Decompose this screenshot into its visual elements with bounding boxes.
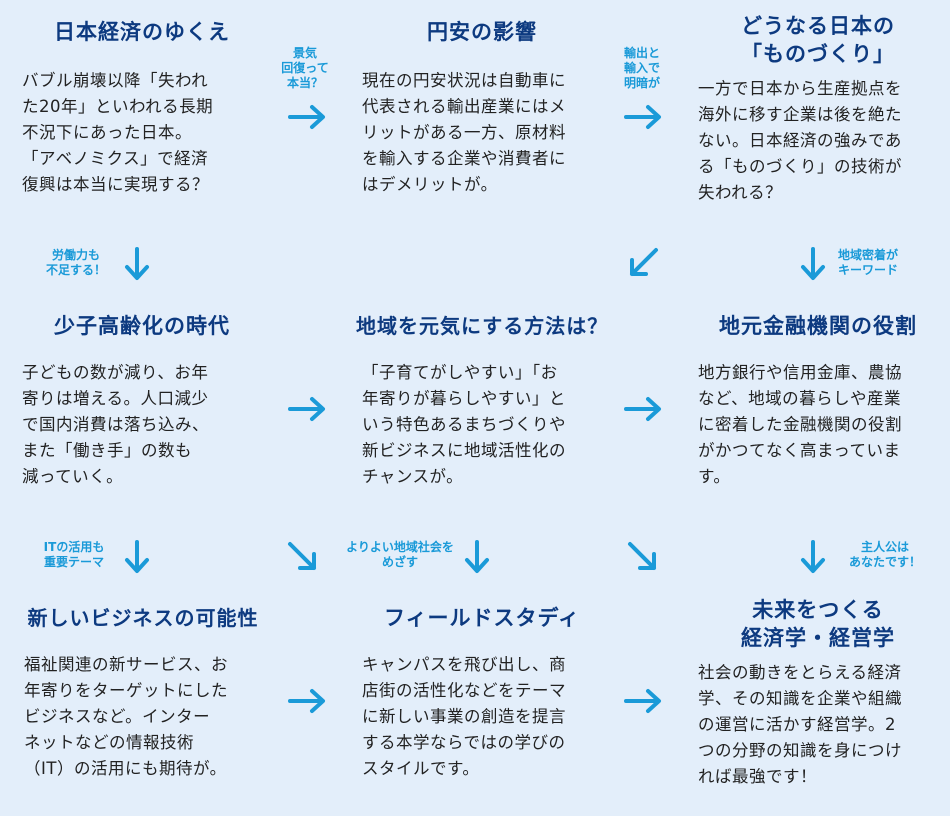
arrow-right-icon bbox=[624, 104, 664, 130]
label-protagonist: 主人公は あなたです！ bbox=[848, 540, 921, 569]
node-body: 一方で日本から生産拠点を 海外に移す企業は後を絶た ない。日本経済の強みであ る… bbox=[698, 79, 902, 202]
arrow-down-icon bbox=[124, 247, 150, 283]
arrow-down-icon bbox=[464, 540, 490, 576]
arrow-down-icon bbox=[124, 540, 150, 576]
node-title: 地域を元気にする方法は？ bbox=[356, 314, 609, 338]
arrow-down-right-icon bbox=[626, 540, 660, 574]
node-body: 現在の円安状況は自動車に 代表される輸出産業にはメ リットがある一方、原材料 を… bbox=[362, 71, 566, 194]
node-monozukuri: どうなる日本の 「ものづくり」 一方で日本から生産拠点を 海外に移す企業は後を絶… bbox=[698, 12, 938, 206]
node-body: キャンパスを飛び出し、商 店街の活性化などをテーマ に新しい事業の創造を提言 す… bbox=[362, 655, 566, 778]
arrow-down-icon bbox=[800, 540, 826, 576]
node-body: 社会の動きをとらえる経済 学、その知識を企業や組織 の運営に活かす経営学。2 つ… bbox=[698, 663, 902, 786]
arrow-down-icon bbox=[800, 247, 826, 283]
node-weak-yen: 円安の影響 現在の円安状況は自動車に 代表される輸出産業にはメ リットがある一方… bbox=[362, 18, 602, 198]
node-title: 日本経済のゆくえ bbox=[54, 20, 230, 44]
arrow-right-icon bbox=[624, 688, 664, 714]
arrow-right-icon bbox=[288, 104, 328, 130]
node-title: フィールドスタディ bbox=[383, 606, 581, 630]
node-title: 未来をつくる 経済学・経営学 bbox=[741, 598, 895, 650]
node-aging-society: 少子高齢化の時代 子どもの数が減り、お年 寄りは増える。人口減少 で国内消費は落… bbox=[22, 312, 262, 490]
label-recovery: 景気 回復って 本当？ bbox=[281, 46, 329, 90]
node-body: バブル崩壊以降「失われ た20年」といわれる長期 不況下にあった日本。 「アベノ… bbox=[22, 71, 214, 194]
label-it-theme: ITの活用も 重要テーマ bbox=[43, 540, 105, 569]
node-body: 「子育てがしやすい」「お 年寄りが暮らしやすい」と いう特色あるまちづくりや 新… bbox=[362, 363, 566, 486]
node-regional-revitalization: 地域を元気にする方法は？ 「子育てがしやすい」「お 年寄りが暮らしやすい」と い… bbox=[356, 312, 609, 490]
arrow-right-icon bbox=[624, 396, 664, 422]
node-field-study: フィールドスタディ キャンパスを飛び出し、商 店街の活性化などをテーマ に新しい… bbox=[362, 604, 602, 782]
node-title: 円安の影響 bbox=[427, 20, 537, 44]
node-title: 少子高齢化の時代 bbox=[54, 314, 230, 338]
label-export-import: 輸出と 輸入で 明暗が bbox=[623, 46, 660, 90]
arrow-down-left-icon bbox=[626, 246, 660, 280]
node-body: 福祉関連の新サービス、お 年寄りをターゲットにした ビジネスなど。インター ネッ… bbox=[24, 655, 228, 778]
label-regional-keyword: 地域密着が キーワード bbox=[837, 248, 898, 277]
node-local-finance: 地元金融機関の役割 地方銀行や信用金庫、農協 など、地域の暮らしや産業 に密着し… bbox=[698, 312, 938, 490]
label-better-society: よりよい地域社会を めざす bbox=[346, 540, 454, 569]
node-title: 新しいビジネスの可能性 bbox=[27, 606, 259, 630]
arrow-right-icon bbox=[288, 396, 328, 422]
node-japan-economy: 日本経済のゆくえ バブル崩壊以降「失われ た20年」といわれる長期 不況下にあっ… bbox=[22, 18, 262, 198]
node-economics-management: 未来をつくる 経済学・経営学 社会の動きをとらえる経済 学、その知識を企業や組織… bbox=[698, 596, 938, 790]
arrow-down-right-icon bbox=[286, 540, 320, 574]
node-title: どうなる日本の 「ものづくり」 bbox=[741, 14, 895, 66]
node-body: 地方銀行や信用金庫、農協 など、地域の暮らしや産業 に密着した金融機関の役割 が… bbox=[698, 363, 902, 486]
node-new-business: 新しいビジネスの可能性 福祉関連の新サービス、お 年寄りをターゲットにした ビジ… bbox=[18, 604, 268, 782]
node-title: 地元金融機関の役割 bbox=[719, 314, 917, 338]
label-labor-shortage: 労働力も 不足する！ bbox=[45, 248, 106, 277]
arrow-right-icon bbox=[288, 688, 328, 714]
node-body: 子どもの数が減り、お年 寄りは増える。人口減少 で国内消費は落ち込み、 また「働… bbox=[22, 363, 209, 486]
